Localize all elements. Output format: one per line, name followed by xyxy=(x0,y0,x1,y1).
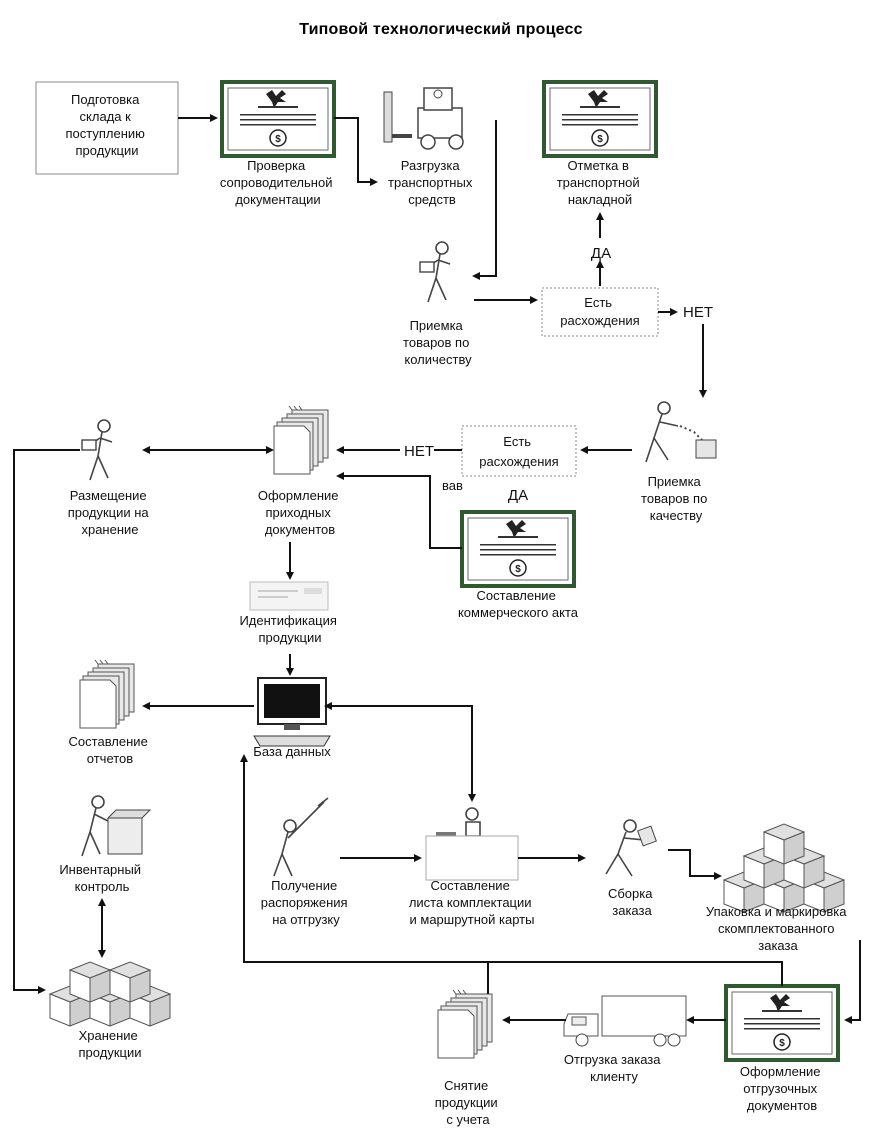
node-storage: Хранение продукции xyxy=(49,961,171,1060)
worker-icon xyxy=(605,819,657,877)
svg-text:Идентификация продукции: Идентификация продукции xyxy=(239,613,340,645)
svg-text:База данных: База данных xyxy=(253,744,331,759)
desk-icon xyxy=(425,807,519,881)
branch-no-2: НЕТ xyxy=(404,443,434,460)
certificate-icon xyxy=(220,80,336,158)
worker-icon xyxy=(81,419,113,481)
svg-text:Оформление отгрузочных: Оформление отгрузочных документов xyxy=(740,1064,824,1113)
branch-yes-2: ДА xyxy=(508,487,528,504)
svg-text:Отгрузка заказа клиенту: Отгрузка заказа клиенту xyxy=(564,1052,664,1084)
svg-text:Сборка заказа: Сборка заказа xyxy=(608,886,656,918)
svg-text:Инвентарный контроль: Инвентарный контроль xyxy=(59,862,144,894)
svg-text:Составление листа компле: Составление листа комплектации и маршрут… xyxy=(409,878,535,927)
svg-text:Приемка товаров по: Приемка товаров по количеству xyxy=(403,318,473,367)
worker-icon xyxy=(273,797,329,877)
diagram-title: Типовой технологический процесс xyxy=(299,21,583,38)
branch-no-1: НЕТ xyxy=(683,304,713,321)
computer-icon xyxy=(253,677,331,747)
node-reports: Составление отчетов xyxy=(69,659,152,766)
node-shipping-docs: Оформление отгрузочных документов xyxy=(724,984,840,1113)
node-waybill-mark: Отметка в транспортной накладной xyxy=(542,80,658,207)
certificate-icon xyxy=(460,510,576,588)
document-stack-icon xyxy=(437,989,493,1059)
certificate-icon xyxy=(542,80,658,158)
node-identification: Идентификация продукции xyxy=(239,581,340,645)
forklift-icon xyxy=(383,87,464,150)
node-packing: Упаковка и маркировка скомплектованного … xyxy=(706,823,850,953)
node-discrepancy-2: Есть расхождения xyxy=(461,425,577,477)
worker-icon xyxy=(645,401,717,463)
node-discrepancy-1: Есть расхождения xyxy=(541,287,659,337)
node-qty-accept: Приемка товаров по количеству xyxy=(403,241,473,367)
node-client-shipment: Отгрузка заказа клиенту xyxy=(563,995,687,1084)
node-inventory: Инвентарный контроль xyxy=(59,795,152,894)
svg-text:Разгрузка транспортных: Разгрузка транспортных средств xyxy=(388,158,476,207)
node-unloading: Разгрузка транспортных средств xyxy=(383,87,476,207)
node-deregistration: Снятие продукции с учета xyxy=(435,989,502,1127)
worker-icon xyxy=(81,795,152,857)
svg-text:Есть расхождения: Есть расхождения xyxy=(479,434,558,469)
document-stack-icon xyxy=(273,405,329,475)
card-icon xyxy=(249,581,329,611)
svg-text:Проверка сопроводительно: Проверка сопроводительной документации xyxy=(220,158,336,207)
svg-text:Размещение продукции на: Размещение продукции на хранение xyxy=(68,488,153,537)
svg-text:Составление отчетов: Составление отчетов xyxy=(69,734,152,766)
box-stack-icon xyxy=(49,961,171,1027)
svg-text:Снятие продукции с: Снятие продукции с учета xyxy=(435,1078,502,1127)
node-warehouse-prep: Подготовка склада к поступлению продукци… xyxy=(35,81,179,175)
branch-yes-1: ДА xyxy=(591,245,611,262)
svg-text:Хранение продукции: Хранение продукции xyxy=(79,1028,142,1060)
box-stack-icon xyxy=(723,823,845,913)
svg-text:Есть расхождения: Есть расхождения xyxy=(560,295,639,328)
svg-text:Оформление приходных: Оформление приходных документов xyxy=(258,488,342,537)
node-quality-accept: Приемка товаров по качеству xyxy=(641,401,717,523)
truck-icon xyxy=(563,995,687,1047)
node-shipping-order: Получение распоряжения на отгрузку xyxy=(261,797,351,927)
document-stack-icon xyxy=(79,659,135,729)
node-picking-list: Составление листа комплектации и маршрут… xyxy=(409,807,535,927)
stray-label: вав xyxy=(442,478,463,493)
svg-text:Составление коммерческог: Составление коммерческого акта xyxy=(458,588,579,620)
svg-text:Приемка товаров по: Приемка товаров по качеству xyxy=(641,474,711,523)
node-order-assembly: Сборка заказа xyxy=(605,819,657,918)
certificate-icon xyxy=(724,984,840,1062)
node-receipt-docs: Оформление приходных документов xyxy=(258,405,342,537)
svg-text:Подготовка склада к: Подготовка склада к поступлению продукци… xyxy=(65,92,148,158)
svg-text:Отметка в транспортной: Отметка в транспортной накладной xyxy=(557,158,644,207)
node-database: База данных xyxy=(253,677,331,759)
worker-icon xyxy=(419,241,451,303)
svg-text:Получение распоряжения: Получение распоряжения на отгрузку xyxy=(261,878,351,927)
node-placement: Размещение продукции на хранение xyxy=(68,419,153,537)
node-doc-check: Проверка сопроводительной документации xyxy=(220,80,336,207)
node-commercial-act: Составление коммерческого акта xyxy=(458,510,579,620)
svg-text:Упаковка и маркировка ск: Упаковка и маркировка скомплектованного … xyxy=(706,904,850,953)
